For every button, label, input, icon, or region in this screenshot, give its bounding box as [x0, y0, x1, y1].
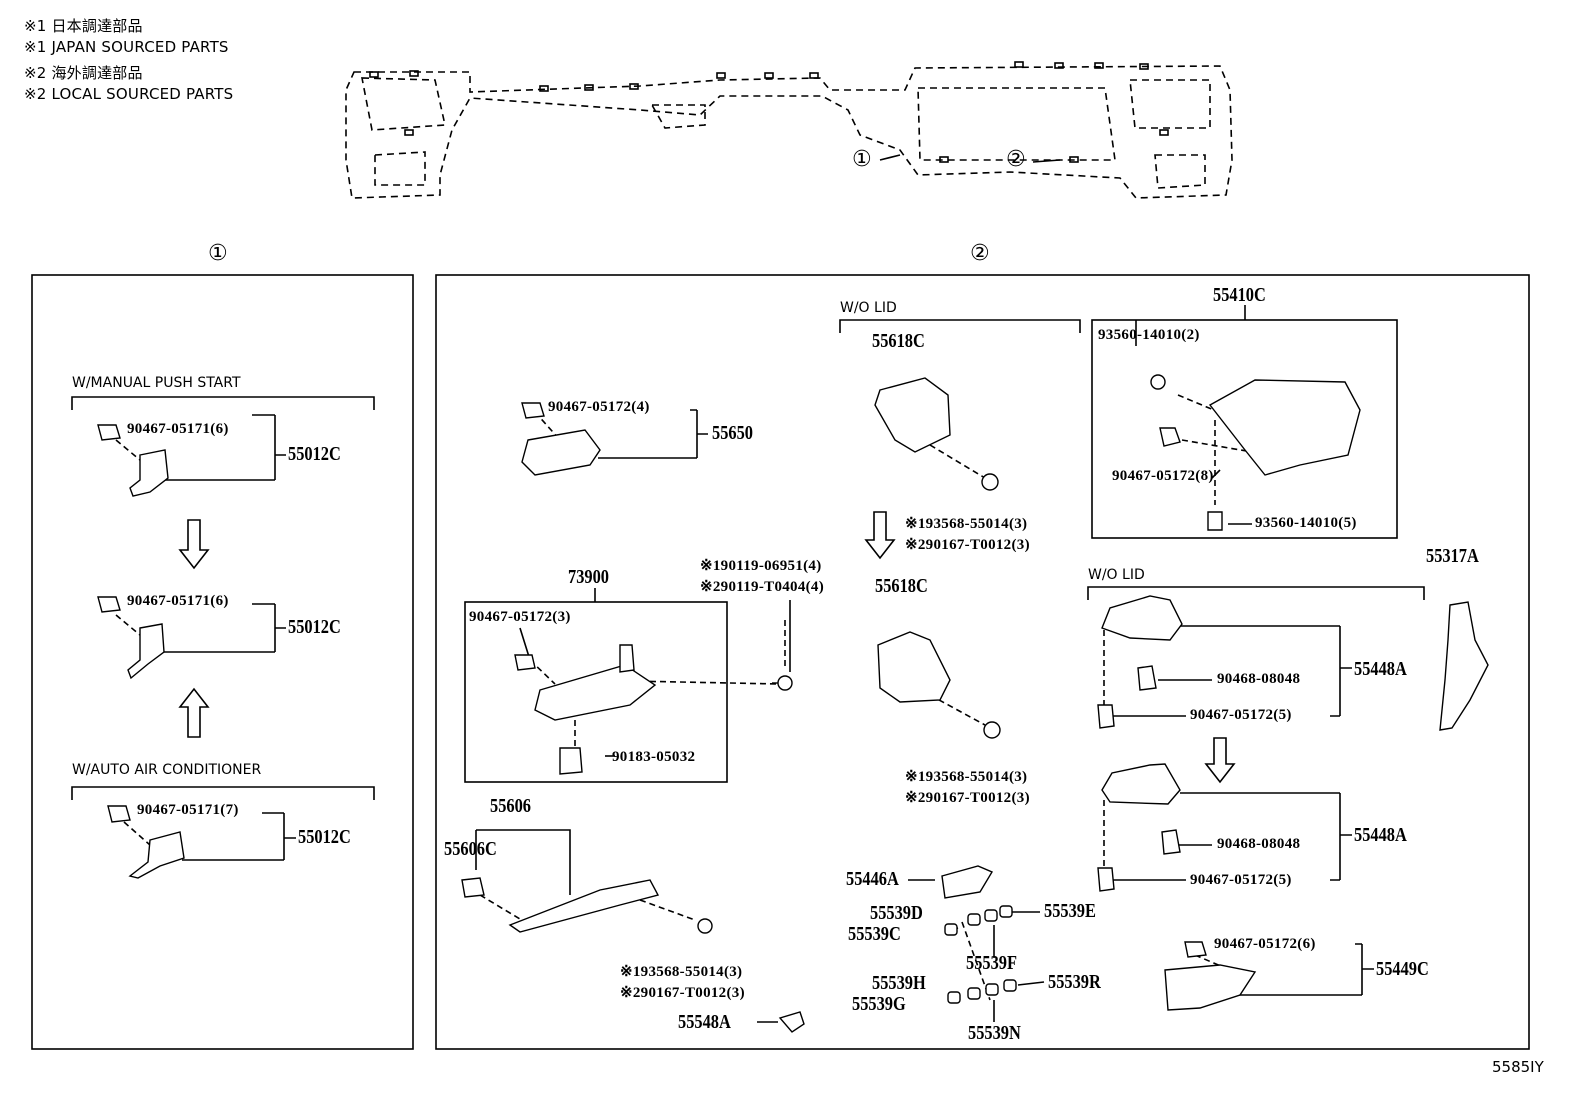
- part-number-55606: 55606: [490, 795, 531, 817]
- part-55410c: [1208, 379, 1361, 476]
- part-number-55539r: 55539R: [1048, 971, 1101, 993]
- clip-icon: [1161, 829, 1181, 855]
- part-number-55539d: 55539D: [870, 902, 923, 924]
- part-number-clip: 90467-05172(4): [548, 399, 650, 415]
- parts-55539: [944, 905, 1017, 1004]
- part-number-clip: 90467-05172(5): [1190, 872, 1292, 888]
- part-number-screw: 90183-05032: [612, 749, 696, 765]
- part-number-clip: 90467-05171(6): [127, 421, 229, 437]
- part-number-clip: 90467-05172(6): [1214, 936, 1316, 952]
- part-73900: [534, 664, 657, 721]
- part-number-55446a: 55446A: [846, 868, 899, 890]
- part-number-clip: 90467-05171(6): [127, 593, 229, 609]
- register-55650: [521, 429, 601, 476]
- bracket-55012c-b: [127, 623, 165, 680]
- clip-icon: [1097, 704, 1115, 729]
- part-number-japan-screw: ※193568-55014(3): [905, 516, 1028, 532]
- condition-w-o-lid: W/O LID: [840, 300, 897, 316]
- part-number-55448a: 55448A: [1354, 658, 1407, 680]
- bolt-icon: [1207, 511, 1223, 531]
- part-number-55539f: 55539F: [966, 952, 1018, 974]
- part-number-clip: 90467-05172(3): [469, 609, 571, 625]
- part-number-clip: 90468-08048: [1217, 671, 1301, 687]
- part-number-55448a: 55448A: [1354, 824, 1407, 846]
- overview-callout-1: ①: [852, 147, 872, 172]
- part-55449c: [1164, 964, 1257, 1011]
- part-number-55539e: 55539E: [1044, 900, 1096, 922]
- part-55317a: [1439, 601, 1489, 731]
- part-number-clip: 90468-08048: [1217, 836, 1301, 852]
- part-number-bolt: 93560-14010(2): [1098, 327, 1200, 343]
- part-number-73900: 73900: [568, 566, 609, 588]
- part-number-55606c: 55606C: [444, 838, 497, 860]
- part-number-japan-bolt: ※190119-06951(4): [700, 558, 822, 574]
- part-number-55539h: 55539H: [872, 972, 926, 994]
- part-number-japan-screw: ※193568-55014(3): [620, 964, 743, 980]
- clip-icon: [1184, 941, 1207, 958]
- panel-1-title: ①: [208, 241, 228, 266]
- note-line-1: ※1 日本調達部品: [24, 17, 143, 35]
- part-number-55548a: 55548A: [678, 1011, 731, 1033]
- part-number-55618c: 55618C: [875, 575, 928, 597]
- box-73900: [464, 601, 728, 783]
- panel-1-frame: [31, 274, 414, 1050]
- part-55548a: [778, 1011, 805, 1033]
- clip-icon: [1097, 867, 1115, 892]
- panel-2-title: ②: [970, 241, 990, 266]
- part-55446a: [941, 865, 994, 899]
- part-number-clip: 90467-05171(7): [137, 802, 239, 818]
- clip-icon: [107, 805, 131, 823]
- panel-2-frame: [435, 274, 1530, 1050]
- clip-icon: [97, 596, 121, 613]
- part-number-55539g: 55539G: [852, 993, 906, 1015]
- part-number-55539n: 55539N: [968, 1022, 1021, 1044]
- condition-manual-push-start: W/MANUAL PUSH START: [72, 375, 241, 391]
- part-55618c-lower: [877, 631, 951, 703]
- part-number-55449c: 55449C: [1376, 958, 1429, 980]
- clip-icon: [521, 402, 545, 419]
- part-number-bracket: 55012C: [298, 826, 351, 848]
- part-number-55539c: 55539C: [848, 923, 901, 945]
- part-number-local-screw: ※290167-T0012(3): [905, 790, 1030, 806]
- clip-icon: [97, 424, 121, 441]
- part-number-55317a: 55317A: [1426, 545, 1479, 567]
- part-number-local-screw: ※290167-T0012(3): [620, 985, 745, 1001]
- clip-icon: [1159, 427, 1181, 447]
- nut-icon: [559, 747, 583, 775]
- bracket-55012c-a: [129, 449, 169, 497]
- part-number-55410c: 55410C: [1213, 284, 1266, 306]
- part-number-bracket: 55012C: [288, 443, 341, 465]
- instrument-panel-overview: [345, 65, 1233, 199]
- condition-auto-air-conditioner: W/AUTO AIR CONDITIONER: [72, 762, 262, 778]
- note-line-2: ※1 JAPAN SOURCED PARTS: [24, 38, 229, 56]
- condition-w-o-lid: W/O LID: [1088, 567, 1145, 583]
- part-number-55650: 55650: [712, 422, 753, 444]
- part-55618c-upper: [874, 377, 951, 453]
- clip-icon: [514, 654, 536, 671]
- part-number-local-screw: ※290167-T0012(3): [905, 537, 1030, 553]
- note-line-3: ※2 海外調達部品: [24, 64, 143, 82]
- part-55606: [508, 879, 660, 933]
- bracket-55012c-c: [128, 831, 185, 879]
- part-number-clip: 90467-05172(8): [1112, 468, 1214, 484]
- part-number-bracket: 55012C: [288, 616, 341, 638]
- part-55448a-upper: [1101, 595, 1183, 641]
- part-number-local-bolt: ※290119-T0404(4): [700, 579, 825, 595]
- figure-code: 5585IY: [1492, 1058, 1544, 1076]
- part-55448a-lower: [1101, 763, 1181, 805]
- part-number-55618c: 55618C: [872, 330, 925, 352]
- part-number-japan-screw: ※193568-55014(3): [905, 769, 1028, 785]
- note-line-4: ※2 LOCAL SOURCED PARTS: [24, 85, 234, 103]
- part-number-clip: 90467-05172(5): [1190, 707, 1292, 723]
- part-55606c: [461, 877, 485, 898]
- clip-icon: [1137, 665, 1157, 691]
- overview-callout-2: ②: [1006, 147, 1026, 172]
- part-number-bolt: 93560-14010(5): [1255, 515, 1357, 531]
